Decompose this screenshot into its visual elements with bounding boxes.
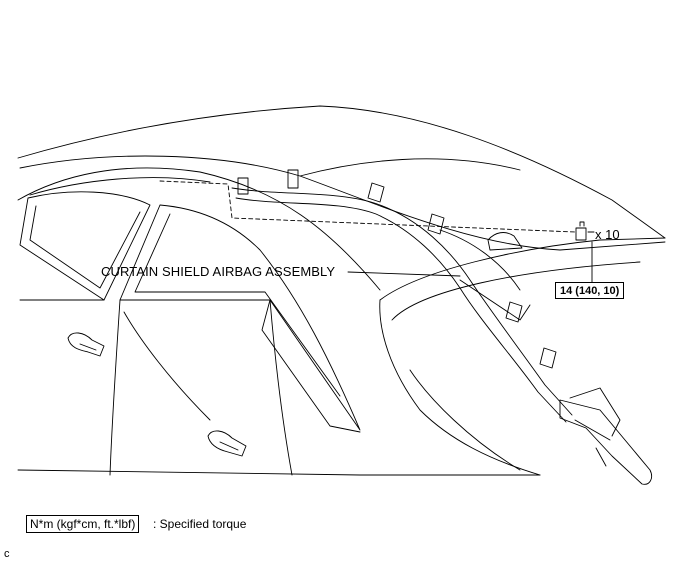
inflator xyxy=(559,399,653,485)
bracket-5 xyxy=(505,301,523,323)
bracket-6 xyxy=(539,347,557,369)
roof-inner-edge xyxy=(19,155,666,251)
roof-outline xyxy=(17,105,666,239)
bracket-4 xyxy=(427,213,445,235)
torque-value-box: 14 (140, 10) xyxy=(555,282,625,299)
install-dashed-line xyxy=(159,180,576,233)
airbag-assembly-callout: CURTAIN SHIELD AIRBAG ASSEMBLY xyxy=(101,264,336,279)
a-pillar xyxy=(17,167,381,291)
rear-deck xyxy=(379,237,666,301)
torque-unit-box: N*m (kgf*cm, ft.*lbf) xyxy=(26,515,140,533)
bracket-1 xyxy=(237,177,249,195)
rear-door-handle xyxy=(207,430,247,457)
torque-legend-text: : Specified torque xyxy=(153,517,247,531)
antenna xyxy=(487,232,523,251)
airbag-tube xyxy=(231,187,573,416)
airbag-leader xyxy=(347,271,461,277)
rear-window xyxy=(119,204,361,431)
bolt-count-label: x 10 xyxy=(595,227,620,242)
front-door-handle xyxy=(67,332,105,357)
b-pillar xyxy=(109,299,121,476)
bracket-2 xyxy=(287,169,299,189)
corner-mark: c xyxy=(4,548,10,560)
bracket-3 xyxy=(367,182,385,203)
front-window xyxy=(19,191,151,301)
bolt-icon xyxy=(575,227,587,241)
